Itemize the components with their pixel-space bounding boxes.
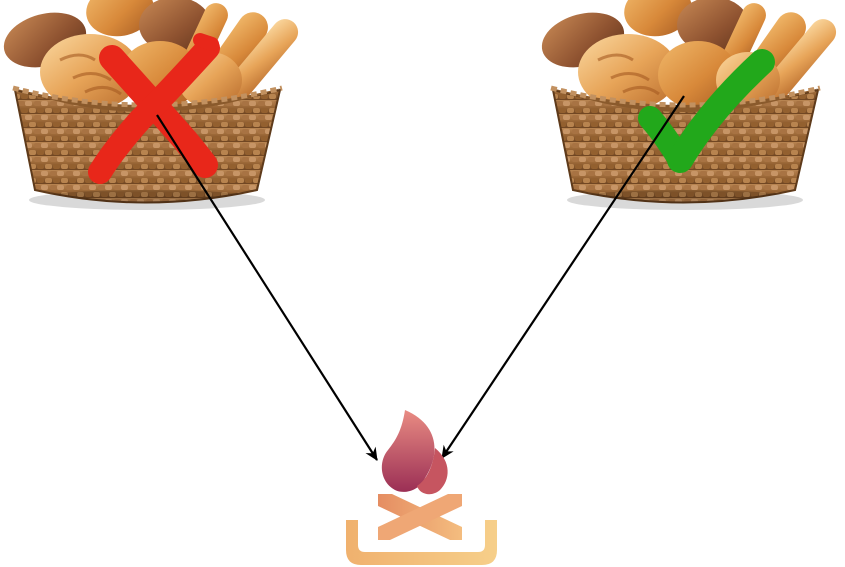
checkmark-icon xyxy=(638,49,775,173)
arrow-left-to-fire xyxy=(156,114,378,461)
flame-icon xyxy=(381,410,435,492)
log-right xyxy=(378,494,462,540)
small-flame-icon xyxy=(417,448,448,495)
fire-tray xyxy=(346,520,497,565)
right-bread-basket xyxy=(536,0,842,210)
cross-icon xyxy=(88,33,220,184)
arrow-right-to-fire xyxy=(441,95,685,459)
campfire-icon xyxy=(346,410,497,565)
